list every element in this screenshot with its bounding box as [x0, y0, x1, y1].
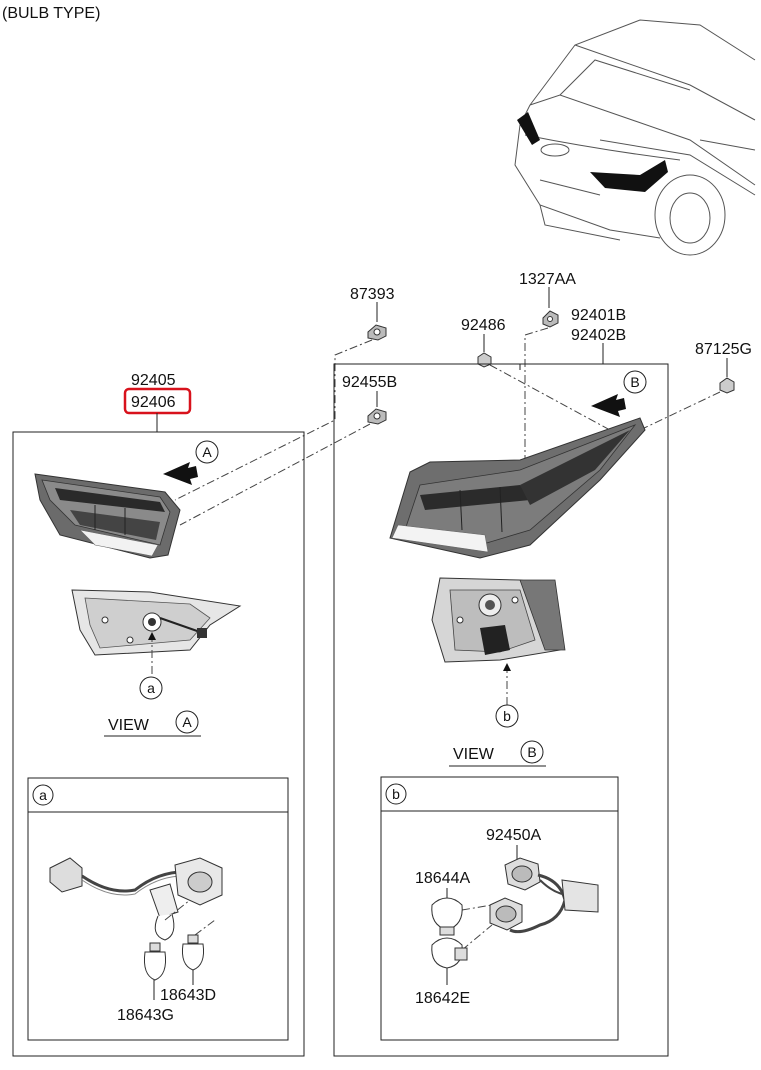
detail-b-circle: [385, 783, 407, 805]
detail-box-b: [380, 776, 619, 1041]
nut-1327AA: [542, 310, 559, 328]
clip-92486: [477, 352, 492, 368]
label-1327AA: 1327AA: [519, 271, 576, 288]
nut-87393: [367, 324, 387, 341]
detail-box-a: [27, 777, 289, 1041]
label-87393: 87393: [350, 286, 395, 303]
bulb-18644A: [431, 897, 463, 936]
dashline-87125G: [639, 391, 721, 431]
callout-A: A: [202, 444, 212, 460]
callout-circle-b: [495, 704, 519, 728]
callout-circle-B: [623, 370, 647, 394]
screw-87125G: [719, 377, 735, 394]
outer-lamp-rear-view: [431, 577, 566, 663]
detail-b-callout: b: [392, 786, 400, 802]
view-b-callout: B: [527, 744, 536, 760]
view-a-label: VIEW: [108, 717, 150, 734]
inner-lamp-assembly: [34, 473, 181, 559]
arrow-view-b: [591, 394, 626, 417]
callout-circle-a: [139, 676, 163, 700]
bulb-18643D: [182, 934, 204, 971]
car-taillight-marks: [517, 112, 668, 192]
panel-inner-lamp: [12, 431, 305, 1057]
arrow-a: [148, 632, 156, 640]
callout-b: b: [503, 708, 511, 724]
callout-a: a: [147, 680, 155, 696]
label-92406: 92406: [131, 394, 176, 411]
label-92402B: 92402B: [571, 327, 626, 344]
label-92401B: 92401B: [571, 307, 626, 324]
callout-circle-A: [195, 440, 219, 464]
detail-a-callout: a: [39, 787, 47, 803]
dashline-92455B: [179, 423, 371, 526]
bulb-18643G: [144, 942, 166, 981]
bulb-type-caption: (BULB TYPE): [2, 5, 100, 22]
bulb-18642E: [431, 937, 468, 969]
detail-a-circle: [32, 784, 54, 806]
view-b-label: VIEW: [453, 746, 495, 763]
callout-B: B: [630, 374, 639, 390]
outer-lamp-assembly: [389, 417, 646, 559]
panel-outer-lamp: [333, 363, 669, 1057]
label-92405: 92405: [131, 372, 176, 389]
dashline-87393: [174, 339, 373, 501]
socket-harness-b: [461, 857, 599, 951]
arrow-view-a: [163, 462, 198, 485]
socket-harness-a: [49, 857, 223, 941]
label-87125G: 87125G: [695, 341, 752, 358]
dashline-92486: [489, 364, 611, 431]
view-a-callout: A: [182, 714, 192, 730]
label-92486: 92486: [461, 317, 506, 334]
label-18642E: 18642E: [415, 990, 470, 1007]
label-92455B: 92455B: [342, 374, 397, 391]
label-92450A: 92450A: [486, 827, 541, 844]
label-18644A: 18644A: [415, 870, 470, 887]
label-18643D: 18643D: [160, 987, 216, 1004]
view-b-circle: [520, 740, 544, 764]
leader-92402B: [519, 343, 604, 370]
nut-92455B: [367, 408, 387, 425]
view-a-circle: [175, 710, 199, 734]
car-rear-illustration: [514, 19, 756, 256]
label-18643G: 18643G: [117, 1007, 174, 1024]
arrow-b: [503, 663, 511, 671]
inner-lamp-rear-view: [71, 589, 242, 656]
dashline-1327AA: [524, 327, 549, 460]
